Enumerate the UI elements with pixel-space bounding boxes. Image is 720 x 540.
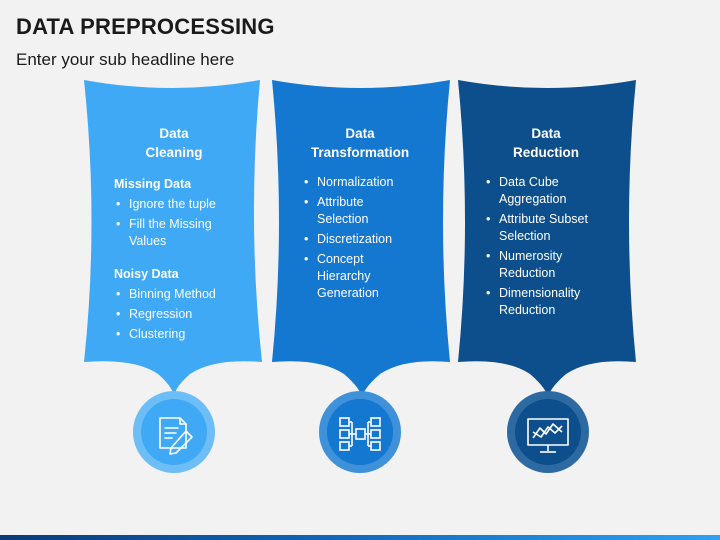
list-item: Discretization [302, 231, 432, 248]
panel-data-cleaning: Data Cleaning Missing Data Ignore the tu… [114, 124, 264, 346]
panel-heading: Data Cleaning [114, 124, 234, 162]
monitor-chart-icon [527, 418, 569, 453]
circle-badge-data-transformation [319, 391, 401, 473]
panel-heading-line2: Cleaning [145, 145, 203, 160]
list-item: Normalization [302, 174, 432, 191]
circle-badge-data-cleaning [133, 391, 215, 473]
section-label-noisy-data: Noisy Data [114, 267, 179, 281]
reduction-list: Data Cube Aggregation Attribute Subset S… [484, 174, 614, 319]
list-item: Attribute Selection [302, 194, 392, 228]
panel-heading-line1: Data [531, 126, 561, 141]
panel-data-transformation: Data Transformation Normalization Attrib… [302, 124, 432, 305]
page-subtitle: Enter your sub headline here [16, 50, 235, 69]
page-title: DATA PREPROCESSING [16, 14, 275, 39]
list-item: Numerosity Reduction [484, 248, 584, 282]
list-item: Dimensionality Reduction [484, 285, 594, 319]
panel-heading-line2: Reduction [513, 145, 579, 160]
list-item: Binning Method [114, 286, 264, 303]
bottom-accent-bar [0, 535, 720, 540]
panel-data-reduction: Data Reduction Data Cube Aggregation Att… [484, 124, 614, 322]
list-item: Attribute Subset Selection [484, 211, 604, 245]
list-item: Concept Hierarchy Generation [302, 251, 392, 302]
list-item: Data Cube Aggregation [484, 174, 584, 208]
document-pen-icon [159, 417, 193, 455]
panel-heading-line1: Data [159, 126, 189, 141]
flowchart-icon [339, 417, 381, 451]
list-item: Fill the Missing Values [114, 216, 224, 250]
panel-heading: Data Transformation [302, 124, 418, 162]
panel-heading: Data Reduction [484, 124, 608, 162]
panel-heading-line1: Data [345, 126, 375, 141]
noisy-data-list: Binning Method Regression Clustering [114, 286, 264, 343]
transformation-list: Normalization Attribute Selection Discre… [302, 174, 432, 302]
list-item: Ignore the tuple [114, 196, 264, 213]
panel-heading-line2: Transformation [310, 145, 410, 160]
list-item: Regression [114, 306, 264, 323]
section-label-missing-data: Missing Data [114, 177, 192, 191]
missing-data-list: Ignore the tuple Fill the Missing Values [114, 196, 264, 250]
list-item: Clustering [114, 326, 264, 343]
